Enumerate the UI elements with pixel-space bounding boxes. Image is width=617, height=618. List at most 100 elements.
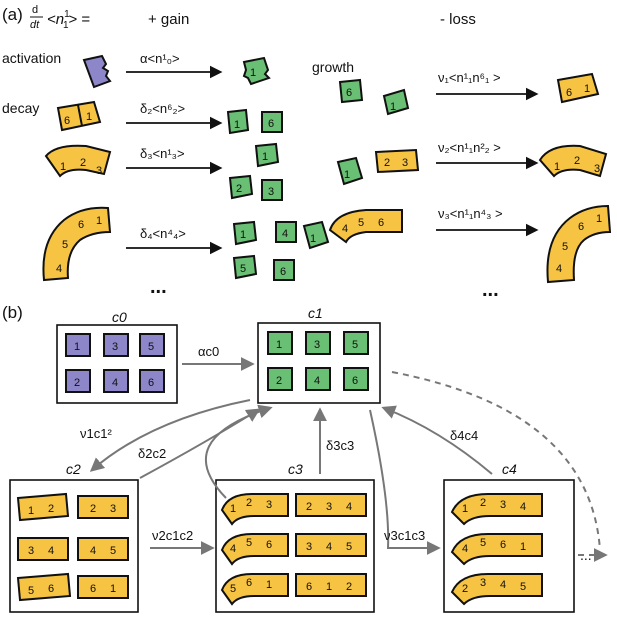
svg-text:3: 3 (266, 499, 272, 511)
panel-b-label: (b) (2, 303, 23, 322)
svg-text:3: 3 (28, 545, 34, 557)
svg-text:1: 1 (462, 503, 468, 515)
svg-text:3: 3 (500, 499, 506, 511)
box-c1 (257, 322, 381, 404)
svg-text:1: 1 (520, 541, 526, 553)
svg-text:6: 6 (500, 539, 506, 551)
svg-text:1: 1 (86, 111, 92, 123)
svg-text:4: 4 (556, 263, 562, 275)
svg-text:4: 4 (112, 377, 118, 389)
svg-text:4: 4 (500, 579, 506, 591)
arrow-c4-to-c1 (381, 405, 493, 475)
svg-text:2: 2 (48, 503, 54, 515)
arrow-c1-dashed (391, 371, 601, 551)
svg-text:6: 6 (148, 377, 154, 389)
svg-text:4: 4 (520, 501, 526, 513)
svg-text:3: 3 (402, 157, 408, 169)
rate-activation: α<n¹₀> (140, 51, 180, 66)
svg-text:3: 3 (96, 165, 102, 177)
rate-delta3: δ3c3 (326, 438, 354, 453)
box-label-c1: c1 (308, 305, 323, 321)
svg-text:1: 1 (60, 161, 66, 173)
yellow-arc-4-5-6-1: 4 5 6 1 (42, 206, 112, 282)
box-c2 (9, 479, 139, 613)
svg-text:1: 1 (262, 151, 268, 163)
green-decay4-pieces: 1 4 5 6 (232, 220, 297, 281)
svg-text:3: 3 (110, 503, 116, 515)
svg-text:6: 6 (378, 217, 384, 229)
svg-text:1: 1 (344, 169, 350, 181)
svg-text:6: 6 (78, 219, 84, 231)
svg-text:3: 3 (594, 163, 600, 175)
svg-text:6: 6 (346, 87, 352, 99)
svg-text:1: 1 (310, 233, 316, 245)
yellow-growth2-reactant: 2 3 (374, 148, 420, 174)
svg-text:5: 5 (480, 537, 486, 549)
svg-text:6: 6 (268, 118, 274, 130)
svg-text:2: 2 (480, 497, 486, 509)
svg-text:5: 5 (240, 263, 246, 275)
svg-text:6: 6 (280, 266, 286, 278)
svg-text:2: 2 (462, 583, 468, 595)
svg-text:1: 1 (96, 215, 102, 227)
rate-alpha-c0: αc0 (198, 344, 219, 359)
growth-label: growth (312, 59, 354, 75)
svg-text:6: 6 (246, 577, 252, 589)
green-piece-activation: 1 (242, 56, 271, 86)
svg-text:4: 4 (462, 543, 468, 555)
svg-text:1: 1 (276, 339, 282, 351)
arrow-c1-to-c2 (89, 399, 251, 472)
svg-text:6: 6 (90, 583, 96, 595)
svg-text:1: 1 (240, 229, 246, 241)
box-label-c0: c0 (112, 309, 127, 325)
svg-text:5: 5 (562, 241, 568, 253)
green-growth1-pieces: 6 1 (338, 78, 410, 116)
svg-text:2: 2 (236, 183, 242, 195)
svg-text:4: 4 (282, 228, 288, 240)
yellow-growth1-product: 6 1 (556, 72, 600, 104)
arrow-c3-to-c4 (369, 409, 441, 555)
svg-text:6: 6 (266, 539, 272, 551)
green-decay2-pieces: 1 6 (226, 108, 283, 135)
svg-text:4: 4 (230, 543, 236, 555)
purple-piece-activation (82, 54, 112, 89)
lhs-d: d (32, 4, 38, 16)
yellow-growth3-reactant: 4 5 6 (328, 209, 403, 244)
lhs-dt: dt (30, 19, 40, 31)
svg-text:5: 5 (358, 217, 364, 229)
svg-text:2: 2 (346, 581, 352, 593)
svg-text:5: 5 (352, 339, 358, 351)
svg-text:5: 5 (148, 341, 154, 353)
svg-text:2: 2 (276, 375, 282, 387)
svg-text:2: 2 (384, 157, 390, 169)
rate-decay2: δ₂<n⁶₂> (140, 101, 185, 116)
svg-text:4: 4 (48, 545, 54, 557)
rate-decay3: δ₃<n¹₃> (140, 146, 185, 161)
box-c3 (215, 479, 375, 613)
svg-text:1: 1 (110, 583, 116, 595)
svg-text:5: 5 (246, 537, 252, 549)
svg-text:6: 6 (352, 375, 358, 387)
svg-text:3: 3 (306, 541, 312, 553)
svg-text:5: 5 (230, 583, 236, 595)
svg-text:2: 2 (80, 157, 86, 169)
yellow-growth2-product: 1 2 3 (538, 144, 608, 178)
svg-text:1: 1 (390, 101, 396, 113)
ellipsis-left: ... (150, 276, 167, 298)
svg-text:6: 6 (566, 87, 572, 99)
arrow-c3-to-c1-left (205, 404, 273, 499)
svg-text:1: 1 (584, 83, 590, 95)
svg-text:5: 5 (346, 541, 352, 553)
c0-pieces: 1 3 5 2 4 6 (65, 333, 165, 393)
svg-text:3: 3 (326, 501, 332, 513)
panel-b: (b) c0 c1 c2 c3 c4 1 3 5 2 4 6 1 3 5 2 4… (2, 303, 608, 613)
rate-growth1: ν₁<n¹₁n⁶₁ > (438, 70, 501, 85)
svg-text:4: 4 (342, 223, 348, 235)
svg-text:1: 1 (28, 505, 34, 517)
rate-delta4: δ4c4 (450, 428, 478, 443)
svg-text:4: 4 (56, 263, 62, 275)
yellow-piece-1-2-3: 1 2 3 (44, 144, 112, 178)
green-growth3-piece: 1 (302, 220, 330, 250)
rate-nu1: ν1c1² (80, 426, 112, 441)
